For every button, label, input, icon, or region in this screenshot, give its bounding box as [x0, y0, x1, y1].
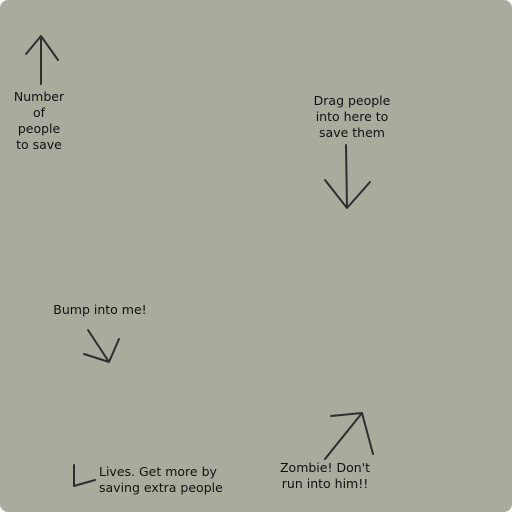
arrow-up-right-icon [324, 412, 374, 460]
bump-hint: Bump into me! [53, 302, 147, 317]
people-counter-hint: Number of people to save [13, 89, 65, 152]
drop-zone-hint: Drag people into here to save them [313, 93, 391, 140]
arrow-up-icon [25, 35, 59, 85]
arrow-left-icon [73, 464, 96, 487]
arrow-down-icon [324, 144, 371, 209]
lives-hint: Lives. Get more by saving extra people [99, 464, 223, 495]
arrow-down-right-icon [83, 329, 120, 363]
zombie-hint: Zombie! Don't run into him!! [279, 460, 370, 491]
